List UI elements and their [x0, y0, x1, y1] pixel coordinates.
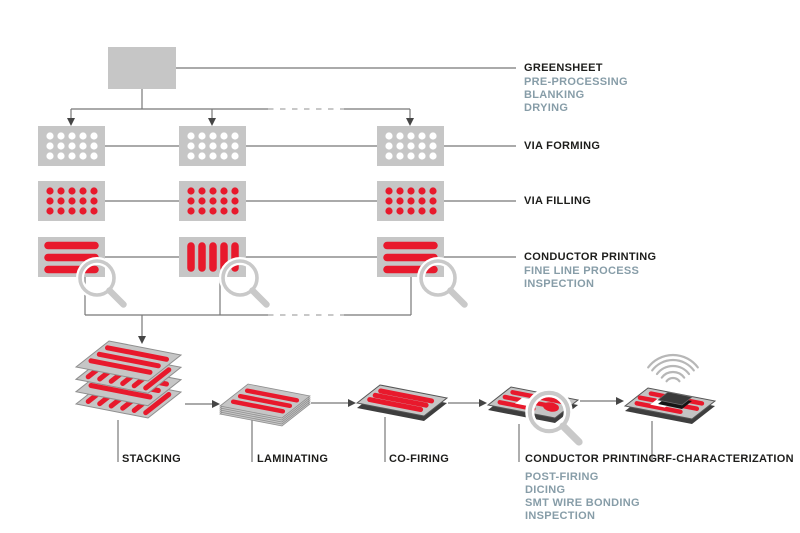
label-inspection-2: INSPECTION — [525, 510, 596, 522]
label-via-forming: VIA FORMING — [524, 140, 601, 152]
rf-module-icon — [623, 353, 717, 424]
conductor-printing-row — [38, 237, 465, 305]
smt-chip — [657, 391, 693, 409]
label-co-firing: CO-FIRING — [389, 453, 450, 465]
dashed-lines — [268, 108, 344, 316]
conductor-postfiring-icon — [486, 386, 580, 443]
label-rf-characterization: RF-CHARACTERIZATION — [657, 453, 794, 465]
label-conductor-printing: CONDUCTOR PRINTING — [524, 251, 657, 263]
via-filling-row — [38, 181, 444, 221]
connector-lines — [70, 67, 653, 462]
co-firing-icon — [355, 384, 449, 421]
label-laminating: LAMINATING — [257, 453, 329, 465]
label-inspection: INSPECTION — [524, 278, 595, 290]
label-smt-wire-bonding: SMT WIRE BONDING — [525, 497, 640, 509]
arrowheads — [67, 118, 624, 408]
stacking-icon — [74, 340, 183, 419]
label-post-firing: POST-FIRING — [525, 471, 599, 483]
laminating-icon — [219, 383, 311, 427]
label-greensheet: GREENSHEET — [524, 62, 603, 74]
label-blanking: BLANKING — [524, 89, 585, 101]
label-stacking: STACKING — [122, 453, 182, 465]
via-forming-row — [38, 126, 444, 166]
label-pre-processing: PRE-PROCESSING — [524, 76, 628, 88]
label-via-filling: VIA FILLING — [524, 195, 592, 207]
label-drying: DRYING — [524, 102, 569, 114]
label-conductor-printing-2: CONDUCTOR PRINTING — [525, 453, 658, 465]
label-dicing: DICING — [525, 484, 566, 496]
greensheet-box — [108, 47, 176, 89]
label-fine-line-process: FINE LINE PROCESS — [524, 265, 640, 277]
radio-waves-icon — [647, 353, 699, 383]
